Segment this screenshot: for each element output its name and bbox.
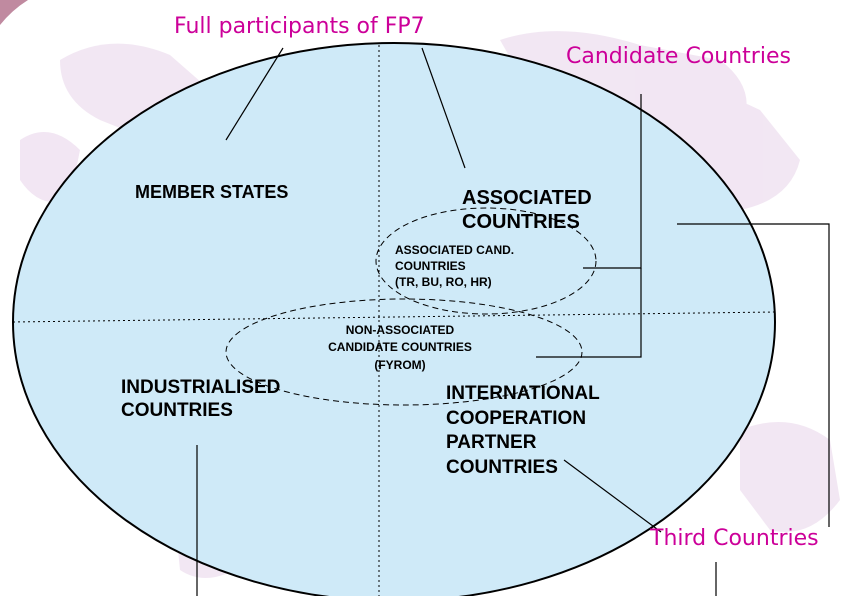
assoc-cand-line-3: (TR, BU, RO, HR) xyxy=(395,275,492,290)
non-associated-candidate-label: NON-ASSOCIATED CANDIDATE COUNTRIES (FYRO… xyxy=(300,322,500,374)
intl-coop-partner-label: INTERNATIONAL COOPERATION PARTNER COUNTR… xyxy=(446,382,600,481)
associated-candidate-label: ASSOCIATED CAND. COUNTRIES (TR, BU, RO, … xyxy=(395,242,514,291)
non-assoc-line-2: CANDIDATE COUNTRIES xyxy=(328,340,472,355)
corner-swoosh xyxy=(0,0,28,25)
non-assoc-line-1: NON-ASSOCIATED xyxy=(345,323,455,337)
intl-coop-line-3: PARTNER xyxy=(446,432,537,454)
intl-coop-line-4: COUNTRIES xyxy=(446,457,558,479)
intl-coop-line-2: COOPERATION xyxy=(446,407,587,429)
third-countries-label: Third Countries xyxy=(650,526,819,551)
industrialised-line-2: COUNTRIES xyxy=(121,399,233,421)
callout-lines xyxy=(196,47,830,596)
non-associated-candidate-ellipse xyxy=(225,298,583,406)
industrialised-countries-label: INDUSTRIALISED COUNTRIES xyxy=(121,377,280,423)
assoc-cand-line-1: ASSOCIATED CAND. xyxy=(395,243,515,257)
associated-countries-line-2: COUNTRIES xyxy=(462,211,580,233)
industrialised-line-1: INDUSTRIALISED xyxy=(121,377,281,398)
assoc-cand-line-2: COUNTRIES xyxy=(395,259,466,274)
associated-countries-label: ASSOCIATED COUNTRIES xyxy=(462,186,592,234)
associated-countries-line-1: ASSOCIATED xyxy=(462,187,592,209)
intl-coop-line-1: INTERNATIONAL xyxy=(446,383,600,404)
horizontal-divider xyxy=(12,311,776,323)
candidate-countries-label: Candidate Countries xyxy=(566,44,791,69)
full-participants-label: Full participants of FP7 xyxy=(174,14,425,39)
associated-candidate-ellipse xyxy=(375,207,597,315)
fp7-ellipse xyxy=(12,42,776,596)
member-states-label: MEMBER STATES xyxy=(135,182,289,202)
non-assoc-line-3: (FYROM) xyxy=(374,357,426,372)
